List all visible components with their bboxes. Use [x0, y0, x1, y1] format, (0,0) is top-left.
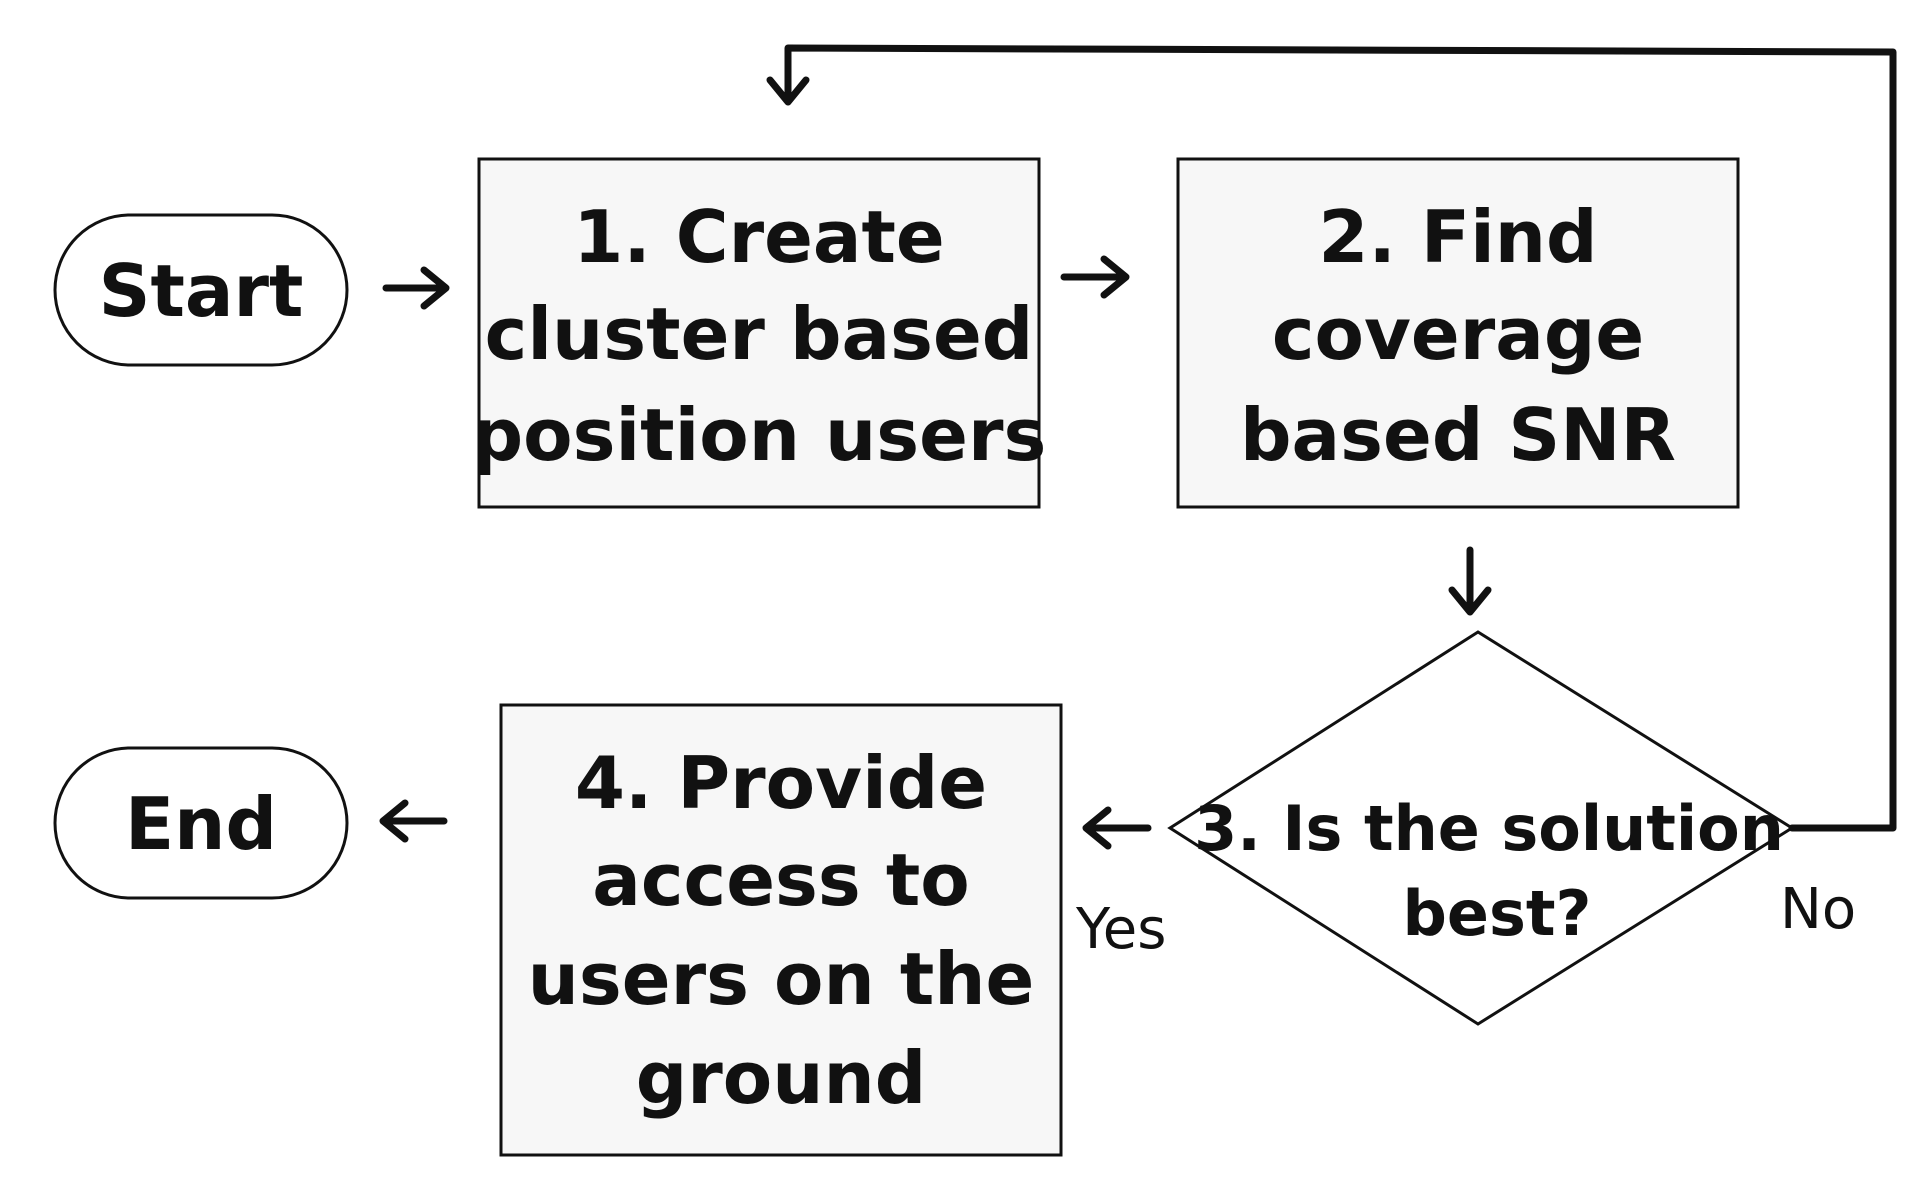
step2-box: 2. Find coverage based SNR: [1176, 157, 1740, 509]
arrow-step3-to-step4: [1082, 806, 1152, 850]
arrow-step2-to-step3: [1448, 546, 1492, 616]
step4-box: 4. Provide access to users on the ground: [499, 703, 1063, 1157]
edge-label-no: No: [1780, 877, 1856, 942]
step4-line-1: 4. Provide: [575, 741, 987, 825]
edge-label-yes: Yes: [1075, 897, 1166, 962]
step2-line-1: 2. Find: [1318, 195, 1597, 279]
step1-box: 1. Create cluster based position users: [472, 157, 1047, 509]
step4-line-4: ground: [636, 1036, 927, 1120]
step3-decision: 3. Is the solution best?: [1167, 630, 1795, 1026]
start-label: Start: [99, 249, 304, 333]
step3-line-1: 3. Is the solution: [1194, 792, 1784, 865]
step2-line-3: based SNR: [1240, 393, 1676, 477]
step4-line-3: users on the: [528, 937, 1035, 1021]
arrow-start-to-step1: [382, 266, 450, 310]
arrow-step1-to-step2: [1060, 255, 1130, 299]
step1-line-1: 1. Create: [573, 195, 945, 279]
step4-line-2: access to: [592, 838, 969, 922]
arrow-step3-no-loop: [766, 44, 1897, 832]
step1-line-2: cluster based: [485, 292, 1034, 376]
end-label: End: [125, 782, 277, 866]
arrow-step4-to-end: [379, 799, 448, 843]
start-node: Start: [53, 213, 349, 367]
step1-line-3: position users: [472, 393, 1047, 477]
end-node: End: [53, 746, 349, 900]
step3-line-2: best?: [1403, 877, 1592, 950]
step2-line-2: coverage: [1272, 292, 1644, 376]
